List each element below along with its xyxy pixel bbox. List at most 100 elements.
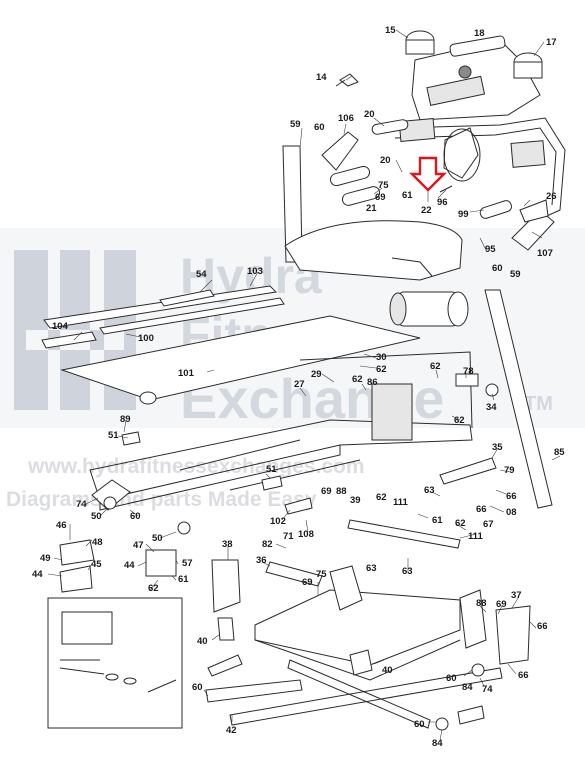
link-bar-35 xyxy=(439,457,497,485)
leader-lines xyxy=(47,29,561,741)
pivot-rod-111 xyxy=(347,519,461,549)
part-label-61-upper: 61 xyxy=(402,190,413,201)
part-label-63-lower: 63 xyxy=(366,563,377,574)
part-label-14: 14 xyxy=(316,72,327,83)
incline-cross-rail xyxy=(287,659,431,729)
end-cap-106 xyxy=(321,131,359,171)
part-label-66-d: 66 xyxy=(518,670,529,681)
part-label-88-lower: 88 xyxy=(476,598,487,609)
base-frame-crossbars xyxy=(179,439,361,491)
part-label-69-right: 69 xyxy=(496,599,507,610)
part-label-46: 46 xyxy=(56,520,67,531)
part-label-67: 67 xyxy=(483,519,494,530)
safety-key xyxy=(335,73,359,87)
part-label-61-lower: 61 xyxy=(178,574,189,585)
part-label-104: 104 xyxy=(52,321,69,332)
bracket-78 xyxy=(455,373,479,387)
part-label-62-f: 62 xyxy=(455,518,466,529)
part-label-60-bottom-left: 60 xyxy=(192,682,203,693)
part-label-89: 89 xyxy=(120,414,131,425)
cup-holder-right-body xyxy=(513,61,543,79)
bracket-38 xyxy=(211,559,241,613)
console-assembly xyxy=(321,30,566,251)
incline-rail-left xyxy=(205,679,303,703)
part-label-107: 107 xyxy=(537,248,553,259)
part-label-59-upper: 59 xyxy=(290,119,301,130)
part-label-45: 45 xyxy=(91,559,102,570)
part-label-106: 106 xyxy=(338,113,354,124)
hand-grip-99 xyxy=(479,200,512,219)
wheel-50b xyxy=(177,521,191,535)
part-label-108: 108 xyxy=(298,529,314,540)
part-label-86: 86 xyxy=(367,377,378,388)
part-label-60-right: 60 xyxy=(492,263,503,274)
assembly-46-48 xyxy=(59,539,95,566)
part-label-57: 57 xyxy=(182,558,193,569)
base-frame-rear xyxy=(299,351,473,429)
motor-flywheel xyxy=(389,292,407,326)
part-label-99: 99 xyxy=(458,209,469,220)
part-label-96: 96 xyxy=(437,197,448,208)
part-label-59-right: 59 xyxy=(510,269,521,280)
wheel-50a xyxy=(103,496,117,510)
part-label-69-upper: 69 xyxy=(375,192,386,203)
part-label-36: 36 xyxy=(256,555,267,566)
part-label-66-a: 66 xyxy=(506,491,517,502)
motor-hood-cover xyxy=(284,220,463,281)
part-label-62-g: 62 xyxy=(148,583,159,594)
part-label-08: 08 xyxy=(506,507,517,518)
part-label-48: 48 xyxy=(92,537,103,548)
part-label-54: 54 xyxy=(196,269,207,280)
console-display xyxy=(426,75,486,106)
part-label-27: 27 xyxy=(294,379,305,390)
part-label-75-lower: 75 xyxy=(316,569,327,580)
part-label-60-left: 60 xyxy=(130,511,141,522)
elevation-wheel-34 xyxy=(485,383,499,397)
inset-box xyxy=(47,597,183,729)
part-label-39: 39 xyxy=(350,495,361,506)
part-label-51-left: 51 xyxy=(108,430,119,441)
incline-frame xyxy=(205,559,531,731)
incline-rail-42 xyxy=(229,667,503,726)
part-label-74-right: 74 xyxy=(482,684,493,695)
part-label-66-b: 66 xyxy=(476,504,487,515)
part-label-100: 100 xyxy=(138,333,154,344)
red-down-arrow-icon xyxy=(409,156,447,192)
part-label-40-mid: 40 xyxy=(382,665,393,676)
drive-motor xyxy=(389,291,469,327)
part-label-84-lower: 84 xyxy=(432,738,443,749)
part-label-60-bottom-right: 60 xyxy=(414,719,425,730)
inset-ring-a xyxy=(105,673,119,681)
part-label-35: 35 xyxy=(492,442,503,453)
hand-grip-upper xyxy=(371,119,409,135)
sensor-47 xyxy=(145,549,177,577)
part-label-29: 29 xyxy=(311,369,322,380)
part-label-26: 26 xyxy=(546,191,557,202)
part-label-69-lower: 69 xyxy=(302,577,313,588)
part-label-15: 15 xyxy=(385,25,396,36)
inset-cable xyxy=(147,679,177,693)
inset-wires xyxy=(59,659,105,675)
part-label-85: 85 xyxy=(554,447,565,458)
wheel-84a xyxy=(471,663,485,677)
part-label-66-c: 66 xyxy=(537,621,548,632)
hand-grip-21 xyxy=(341,186,381,206)
part-label-51-mid: 51 xyxy=(266,464,277,475)
part-label-71: 71 xyxy=(283,531,294,542)
cap-40b xyxy=(349,649,373,676)
foot-lower-right xyxy=(457,705,485,725)
incline-plate-right xyxy=(459,589,487,649)
console-speaker xyxy=(458,65,472,79)
highlight-arrow-icon xyxy=(409,156,447,192)
part-label-63-mid: 63 xyxy=(424,485,435,496)
running-deck xyxy=(41,285,421,405)
handlebar-frame xyxy=(399,117,566,221)
part-label-111-upper: 111 xyxy=(393,497,409,508)
part-label-17: 17 xyxy=(546,37,557,48)
motor-end-cap xyxy=(447,291,469,327)
part-label-63-right: 63 xyxy=(402,566,413,577)
left-subassemblies xyxy=(47,539,183,729)
part-label-95: 95 xyxy=(485,244,496,255)
part-label-103: 103 xyxy=(247,266,263,277)
